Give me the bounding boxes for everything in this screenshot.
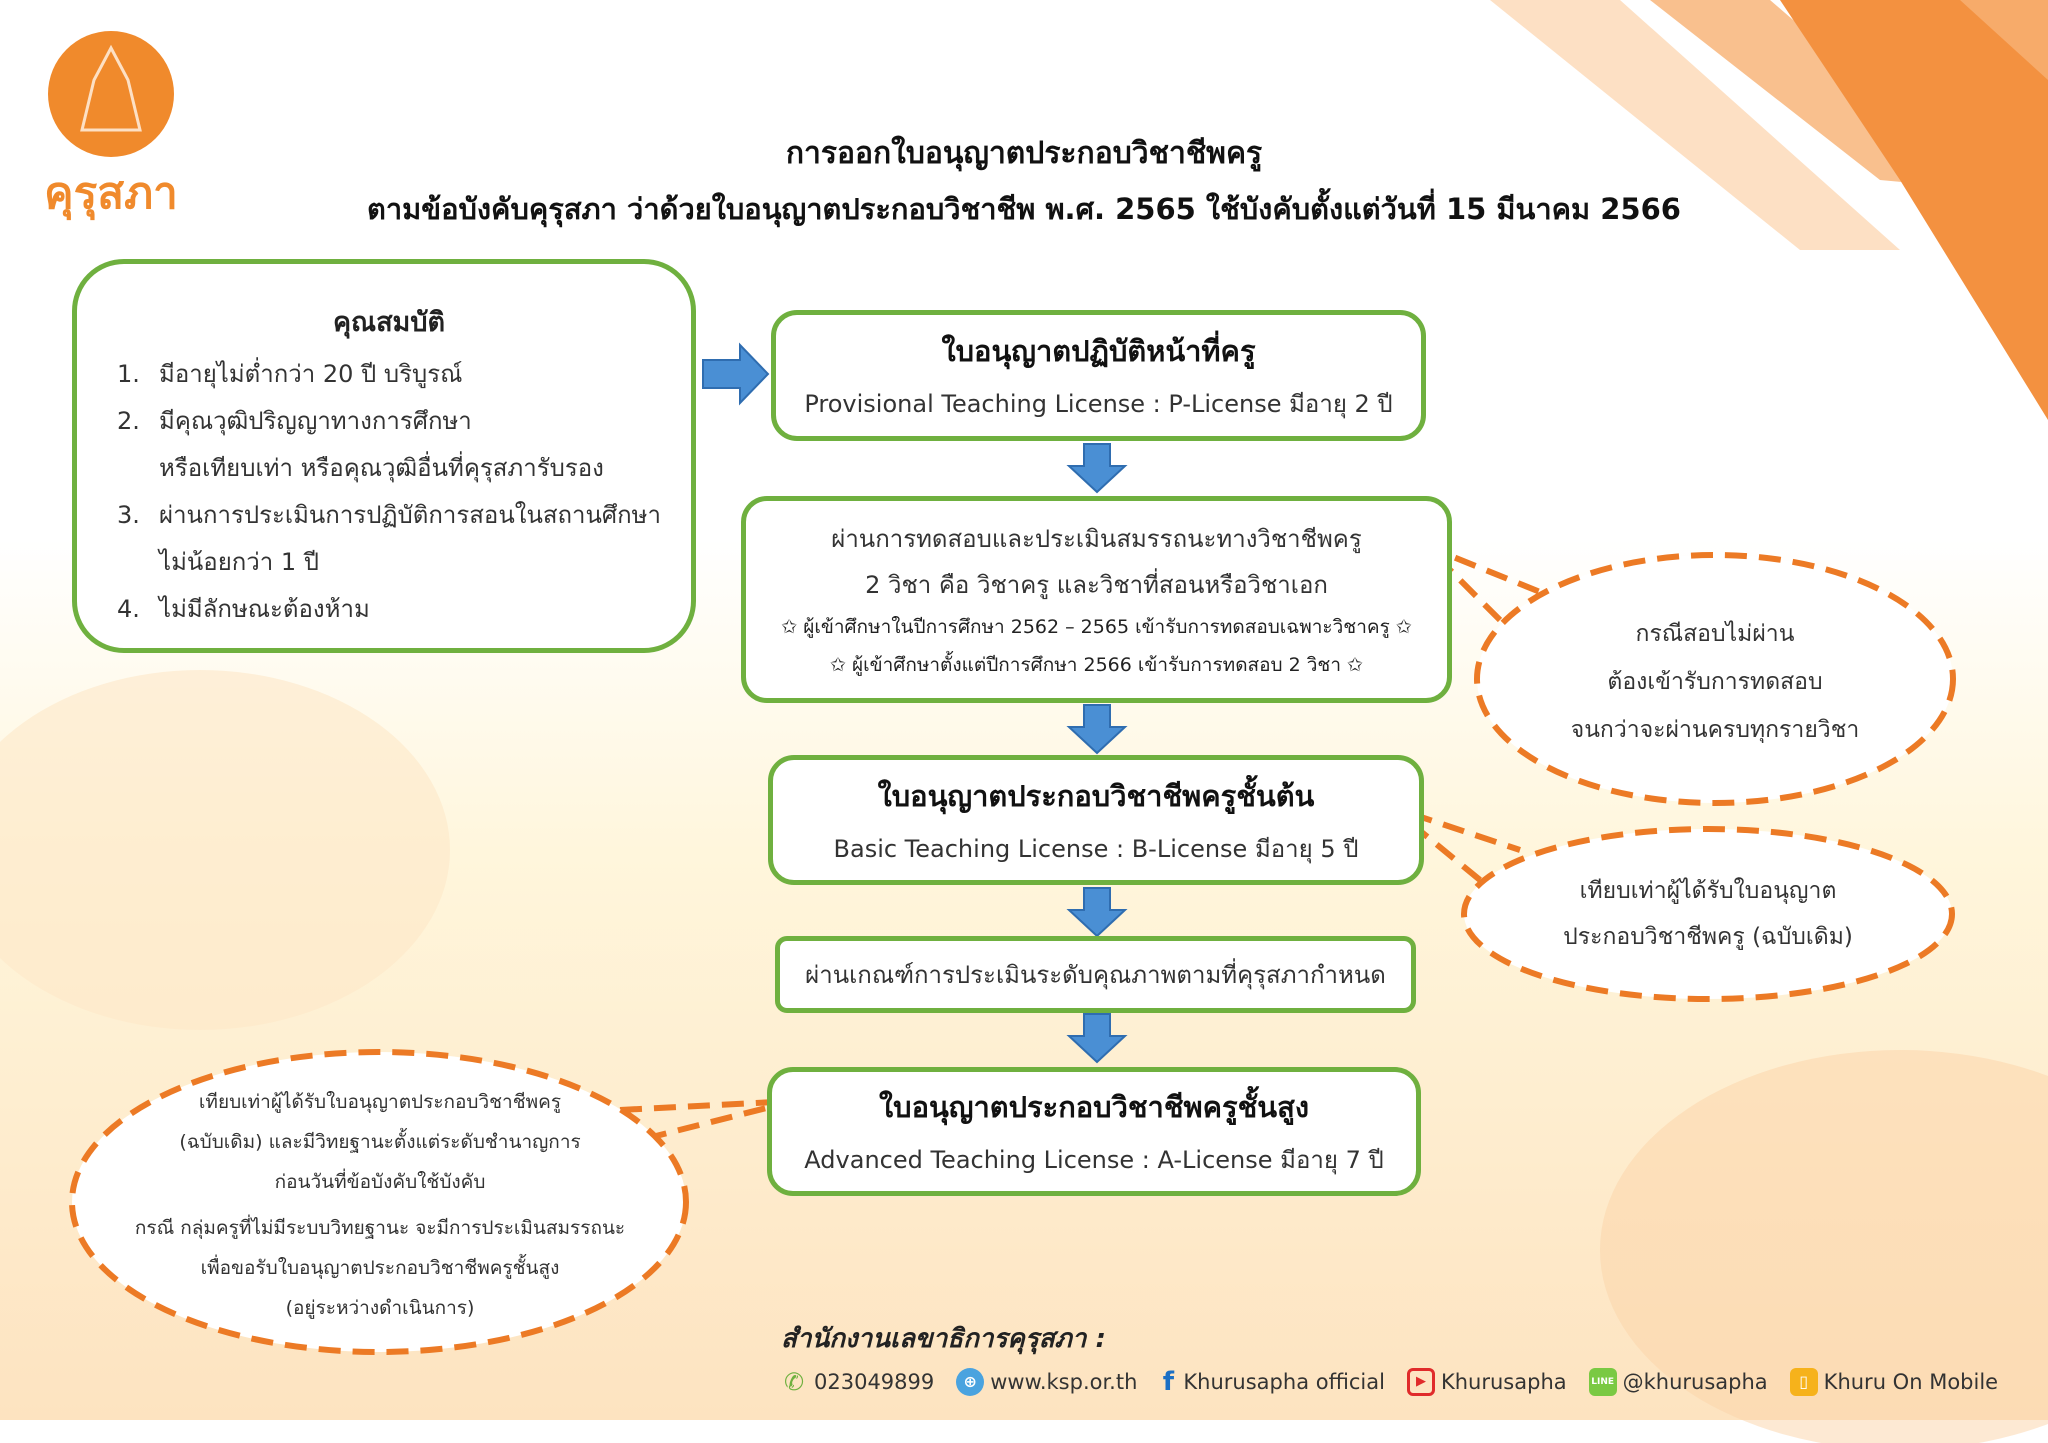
callout-exam-fail: กรณีสอบไม่ผ่านต้องเข้ารับการทดสอบจนกว่าจ…	[1570, 621, 1860, 743]
line-link[interactable]: LINE@khurusapha	[1588, 1368, 1768, 1396]
item-text: มีคุณวุฒิปริญญาทางการศึกษา	[159, 407, 472, 435]
callout-equiv-advanced: เทียบเท่าผู้ได้รับใบอนุญาตประกอบวิชาชีพค…	[134, 1091, 626, 1319]
arrow-down-icons	[1066, 443, 1128, 1064]
exam-box: ผ่านการทดสอบและประเมินสมรรถนะทางวิชาชีพค…	[741, 496, 1452, 703]
callout-equiv-basic: เทียบเท่าผู้ได้รับใบอนุญาตประกอบวิชาชีพค…	[1563, 878, 1853, 950]
qualification-item: 1. มีอายุไม่ต่ำกว่า 20 ปี บริบูรณ์	[117, 351, 661, 398]
qualifications-heading: คุณสมบัติ	[332, 307, 446, 338]
star-icon: ✩	[1395, 615, 1412, 638]
footer-org: สำนักงานเลขาธิการคุรุสภา :	[781, 1324, 1106, 1354]
item-text: ผ่านการประเมินการปฏิบัติการสอนในสถานศึกษ…	[159, 501, 661, 529]
item-text: ไม่น้อยกว่า 1 ปี	[159, 548, 320, 576]
item-text: หรือเทียบเท่า หรือคุณวุฒิอื่นที่คุรุสภาร…	[159, 454, 604, 482]
b-license-box: ใบอนุญาตประกอบวิชาชีพครูชั้นต้น Basic Te…	[768, 755, 1424, 885]
item-number: 3.	[117, 501, 140, 529]
page-subtitle: ตามข้อบังคับคุรุสภา ว่าด้วยใบอนุญาตประกอ…	[367, 192, 1681, 226]
page-title: การออกใบอนุญาตประกอบวิชาชีพครู	[785, 136, 1263, 171]
b-license-title: ใบอนุญาตประกอบวิชาชีพครูชั้นต้น	[877, 778, 1315, 813]
phone-icon: ✆	[783, 1368, 805, 1396]
qualification-item: 3. ผ่านการประเมินการปฏิบัติการสอนในสถานศึ…	[117, 492, 661, 586]
exam-line2: 2 วิชา คือ วิชาครู และวิชาที่สอนหรือวิชา…	[865, 570, 1328, 599]
qualifications-box: คุณสมบัติ 1. มีอายุไม่ต่ำกว่า 20 ปี บริบู…	[72, 259, 696, 653]
criteria-box: ผ่านเกณฑ์การประเมินระดับคุณภาพตามที่คุรุ…	[775, 936, 1416, 1013]
youtube-icon: ▶	[1406, 1368, 1435, 1396]
globe-icon: ⊕	[956, 1368, 985, 1396]
b-license-sub: Basic Teaching License : B-License มีอาย…	[833, 834, 1359, 863]
callout-bubbles	[69, 543, 1956, 1355]
mobile-app-icon: ▯	[1789, 1368, 1818, 1396]
item-number: 2.	[117, 407, 140, 435]
line-icon: LINE	[1588, 1368, 1617, 1396]
p-license-sub: Provisional Teaching License : P-License…	[804, 390, 1393, 418]
exam-note2: ✩ ผู้เข้าศึกษาตั้งแต่ปีการศึกษา 2566 เข้…	[830, 653, 1363, 676]
p-license-box: ใบอนุญาตปฏิบัติหน้าที่ครู Provisional Te…	[771, 310, 1426, 441]
a-license-title: ใบอนุญาตประกอบวิชาชีพครูชั้นสูง	[879, 1090, 1309, 1124]
youtube-link[interactable]: ▶Khurusapha	[1406, 1368, 1567, 1396]
arrow-right-icon	[702, 342, 770, 406]
item-text: มีอายุไม่ต่ำกว่า 20 ปี บริบูรณ์	[159, 360, 463, 388]
item-text: ไม่มีลักษณะต้องห้าม	[159, 595, 370, 623]
facebook-icon: f	[1162, 1367, 1175, 1397]
logo-text: คุรุสภา	[44, 168, 178, 219]
qualification-item: 4. ไม่มีลักษณะต้องห้าม	[117, 586, 661, 633]
a-license-box: ใบอนุญาตประกอบวิชาชีพครูชั้นสูง Advanced…	[767, 1067, 1421, 1196]
criteria-text: ผ่านเกณฑ์การประเมินระดับคุณภาพตามที่คุรุ…	[805, 960, 1386, 989]
phone-contact[interactable]: ✆023049899	[780, 1368, 934, 1396]
star-icon: ✩	[1347, 653, 1363, 676]
item-number: 1.	[117, 360, 140, 388]
p-license-title: ใบอนุญาตปฏิบัติหน้าที่ครู	[941, 334, 1256, 368]
a-license-sub: Advanced Teaching License : A-License มี…	[804, 1146, 1384, 1174]
item-number: 4.	[117, 595, 140, 623]
app-link[interactable]: ▯Khuru On Mobile	[1789, 1368, 1998, 1396]
khurusapha-logo	[48, 31, 174, 157]
qualifications-list: 1. มีอายุไม่ต่ำกว่า 20 ปี บริบูรณ์ 2. มีคุณ…	[117, 351, 661, 633]
exam-line1: ผ่านการทดสอบและประเมินสมรรถนะทางวิชาชีพค…	[831, 524, 1362, 553]
star-icon: ✩	[830, 653, 846, 676]
website-link[interactable]: ⊕www.ksp.or.th	[956, 1368, 1137, 1396]
star-icon: ✩	[781, 615, 798, 638]
qualification-item: 2. มีคุณวุฒิปริญญาทางการศึกษาหรือเทียบเท่…	[117, 398, 661, 492]
exam-note1: ✩ ผู้เข้าศึกษาในปีการศึกษา 2562 – 2565 เ…	[781, 615, 1412, 638]
